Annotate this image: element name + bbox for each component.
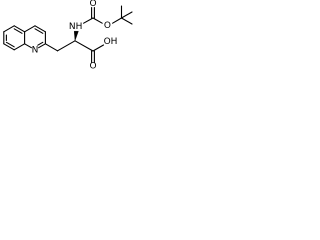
bond (92, 17, 103, 24)
bond (112, 17, 123, 24)
boc-ether-oxygen-label: O (104, 21, 111, 31)
bond (24, 43, 32, 49)
boc-carbonyl-oxygen-label: O (89, 0, 96, 9)
bond (92, 44, 105, 52)
double-bond-inner (37, 41, 44, 46)
amide-nitrogen-label: NH (69, 22, 83, 32)
bond (120, 11, 133, 19)
bond (120, 17, 133, 25)
bond (13, 25, 26, 33)
bond (3, 43, 15, 51)
quinoline-ring (3, 25, 46, 51)
bond (74, 40, 94, 52)
bond (38, 43, 46, 49)
bond (3, 25, 15, 33)
stereo-wedge-bond (73, 31, 79, 41)
acid-carbonyl-oxygen-label: O (89, 62, 96, 72)
side-chain (44, 40, 105, 64)
double-bond-inner (5, 41, 15, 48)
bond (34, 25, 46, 33)
boc-group (83, 5, 133, 25)
bond (13, 43, 26, 51)
ring-nitrogen-label: N (32, 46, 39, 56)
bond (24, 25, 36, 33)
bond (44, 43, 59, 52)
chemical-structure: N NH O O O OH (3, 0, 133, 72)
bond (83, 17, 94, 24)
hydroxyl-label: OH (104, 37, 118, 47)
double-bond-inner (34, 28, 44, 34)
bond (56, 40, 76, 52)
double-bond-inner (13, 28, 23, 34)
